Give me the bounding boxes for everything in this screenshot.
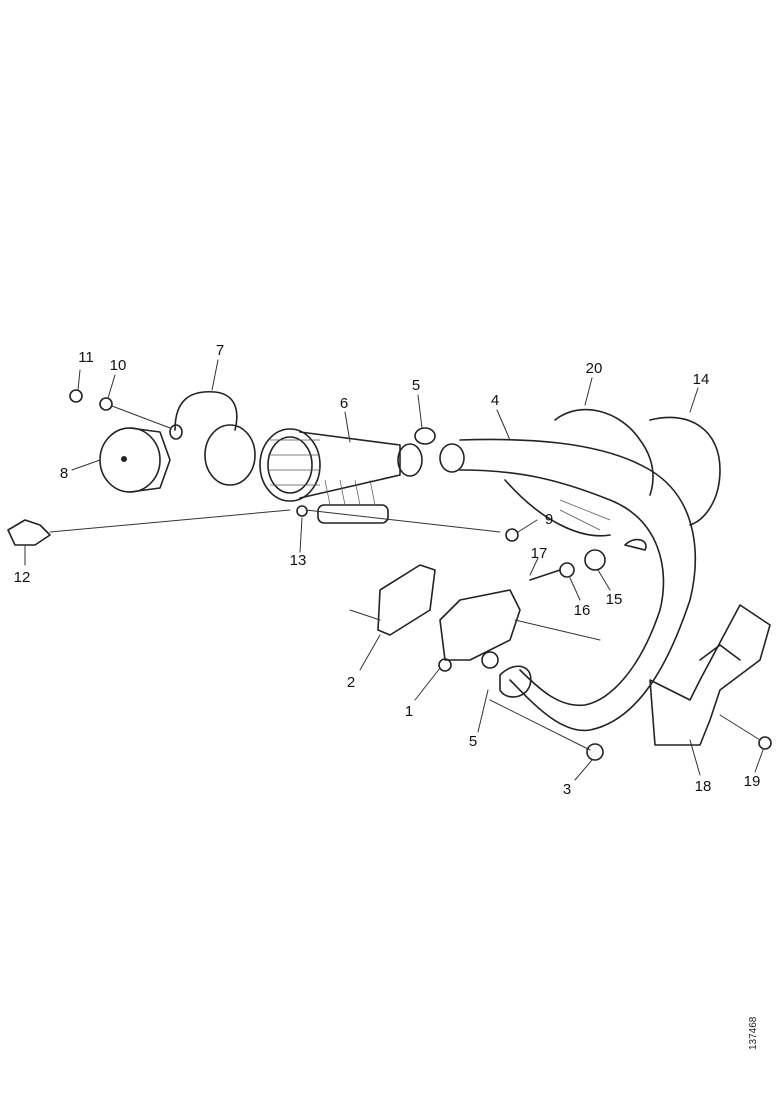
nut: [586, 743, 604, 761]
label-10: 10: [110, 357, 127, 374]
front-pipe-silencer: [259, 428, 423, 502]
leader-lines: [24, 359, 764, 781]
flange-assembly: [438, 589, 601, 751]
label-17: 17: [531, 545, 548, 562]
label-13: 13: [290, 552, 307, 569]
label-19: 19: [744, 773, 761, 790]
gasket-plate: [349, 564, 436, 636]
label-14: 14: [693, 371, 710, 388]
reference-code: 137468: [748, 1016, 759, 1050]
strap: [554, 408, 654, 496]
label-8: 8: [60, 465, 68, 482]
mounting-hardware: [529, 538, 647, 581]
hanger-rubbers: [317, 479, 389, 524]
nut-washer: [69, 389, 171, 429]
label-16: 16: [574, 602, 591, 619]
heat-shield: [649, 604, 772, 750]
end-cap: [99, 427, 171, 493]
cable-assembly: [7, 505, 519, 546]
exhaust-pipe: [459, 438, 697, 732]
label-2: 2: [347, 674, 355, 691]
label-5-upper: 5: [412, 377, 420, 394]
part-labels: 11 10 7 5 6 4 20 14 8 12 13 9 17 16 15 2…: [14, 342, 761, 798]
label-6: 6: [340, 395, 348, 412]
label-7: 7: [216, 342, 224, 359]
label-12: 12: [14, 569, 31, 586]
label-5-lower: 5: [469, 733, 477, 750]
bracket-strap: [169, 390, 256, 486]
label-3: 3: [563, 781, 571, 798]
loop-bracket: [649, 416, 721, 526]
label-9: 9: [545, 511, 553, 528]
label-4: 4: [491, 392, 499, 409]
label-1: 1: [405, 703, 413, 720]
label-11: 11: [78, 349, 94, 366]
label-15: 15: [606, 591, 623, 608]
label-18: 18: [695, 778, 712, 795]
clamp-ring-upper: [414, 427, 465, 473]
label-20: 20: [586, 360, 603, 377]
